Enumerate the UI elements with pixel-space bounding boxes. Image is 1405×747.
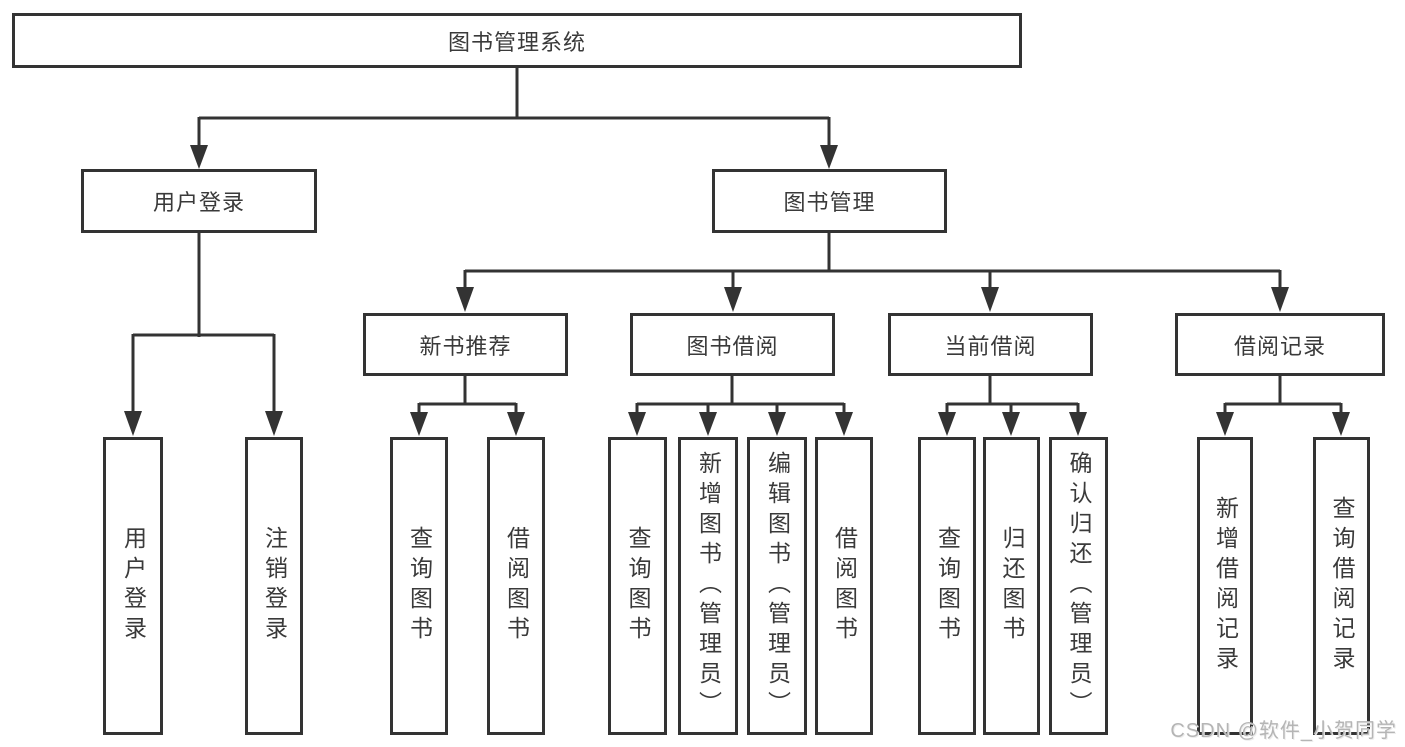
leaf-query-books-borrow-label: 查询图书	[625, 526, 651, 646]
node-book-borrow-label: 图书借阅	[686, 333, 779, 359]
node-user-login-label: 用户登录	[152, 190, 245, 215]
leaf-query-books-current: 查询图书	[918, 437, 976, 735]
node-user-login: 用户登录	[81, 169, 317, 233]
node-book-borrow: 图书借阅	[630, 313, 835, 376]
leaf-add-borrow-record: 新增借阅记录	[1197, 437, 1253, 735]
node-new-book-recommend-label: 新书推荐	[419, 333, 512, 359]
node-current-borrow: 当前借阅	[888, 313, 1093, 376]
leaf-logout: 注销登录	[245, 437, 303, 735]
leaf-add-books-admin: 新增图书（管理员）	[678, 437, 738, 735]
node-borrow-records-label: 借阅记录	[1233, 333, 1326, 359]
leaf-borrow-books: 借阅图书	[815, 437, 873, 735]
leaf-add-borrow-record-label: 新增借阅记录	[1212, 496, 1239, 676]
node-book-management-label: 图书管理	[783, 190, 876, 215]
leaf-add-books-admin-label: 新增图书（管理员）	[695, 451, 722, 721]
leaf-logout-label: 注销登录	[261, 526, 288, 646]
node-new-book-recommend: 新书推荐	[363, 313, 568, 376]
leaf-query-books-recommend: 查询图书	[390, 437, 448, 735]
node-book-management: 图书管理	[712, 169, 947, 233]
leaf-query-books-borrow: 查询图书	[608, 437, 667, 735]
node-borrow-records: 借阅记录	[1175, 313, 1385, 376]
leaf-confirm-return-admin-label: 确认归还（管理员）	[1066, 451, 1092, 721]
leaf-query-borrow-record-label: 查询借阅记录	[1329, 496, 1355, 676]
leaf-confirm-return-admin: 确认归还（管理员）	[1049, 437, 1108, 735]
leaf-query-borrow-record: 查询借阅记录	[1313, 437, 1370, 735]
leaf-return-books-label: 归还图书	[999, 526, 1025, 646]
csdn-watermark: CSDN @软件_小贺同学	[1170, 720, 1397, 742]
leaf-borrow-books-recommend-label: 借阅图书	[503, 526, 530, 646]
leaf-query-books-current-label: 查询图书	[934, 526, 961, 646]
node-library-system-label: 图书管理系统	[447, 29, 586, 55]
leaf-edit-books-admin-label: 编辑图书（管理员）	[764, 451, 791, 721]
node-current-borrow-label: 当前借阅	[944, 333, 1037, 359]
leaf-borrow-books-recommend: 借阅图书	[487, 437, 545, 735]
leaf-user-login-label: 用户登录	[120, 526, 147, 646]
leaf-borrow-books-label: 借阅图书	[831, 526, 858, 646]
leaf-user-login: 用户登录	[103, 437, 163, 735]
leaf-query-books-recommend-label: 查询图书	[406, 526, 433, 646]
leaf-return-books: 归还图书	[983, 437, 1040, 735]
node-library-system: 图书管理系统	[12, 13, 1022, 68]
leaf-edit-books-admin: 编辑图书（管理员）	[747, 437, 807, 735]
